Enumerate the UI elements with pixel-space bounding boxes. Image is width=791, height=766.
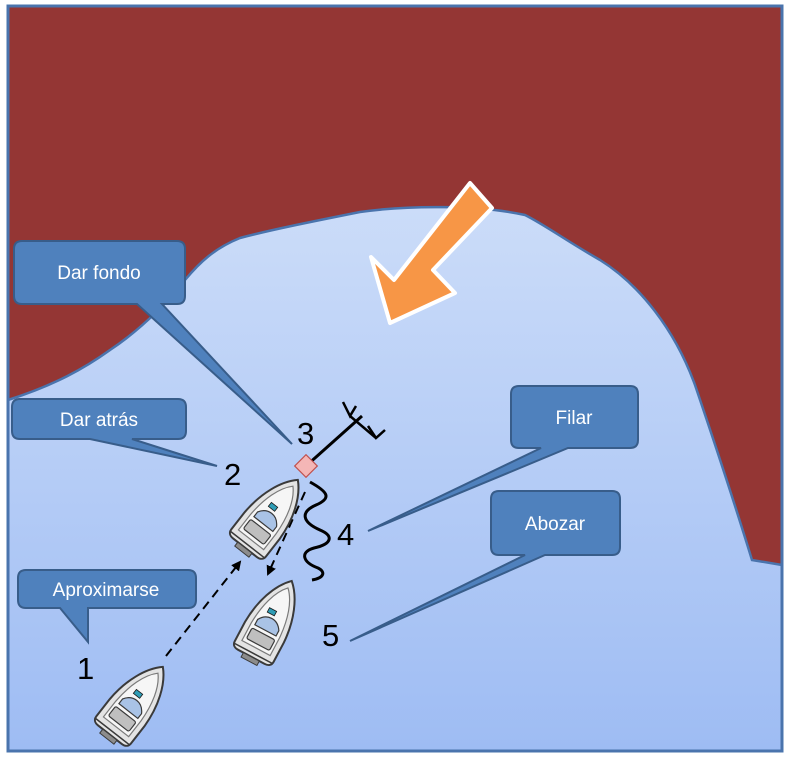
callout-label: Filar	[556, 408, 594, 429]
callout-abozar: Abozar	[349, 490, 621, 642]
step-number-5: 5	[322, 618, 339, 653]
coastline-land	[6, 4, 784, 567]
anchor-chain	[303, 480, 331, 582]
callout-aproximarse: Aproximarse	[17, 569, 197, 645]
anchor-drop-marker	[293, 453, 319, 479]
step-number-4: 4	[337, 517, 354, 552]
approach-path	[165, 560, 242, 657]
callout-label: Abozar	[525, 514, 586, 535]
step-number-1: 1	[77, 651, 94, 686]
callout-label: Dar fondo	[57, 263, 140, 284]
frame-border	[6, 4, 784, 753]
anchor-rode	[305, 414, 363, 468]
wind-direction-arrow-icon	[369, 181, 494, 325]
callout-filar: Filar	[367, 385, 639, 532]
callout-dar-atras: Dar atrás	[11, 398, 218, 467]
callout-dar-fondo: Dar fondo	[13, 240, 293, 445]
step-number-3: 3	[297, 416, 314, 451]
callout-label: Aproximarse	[53, 580, 160, 601]
anchor-icon	[341, 401, 386, 440]
callout-label: Dar atrás	[60, 410, 138, 431]
step-number-2: 2	[224, 457, 241, 492]
